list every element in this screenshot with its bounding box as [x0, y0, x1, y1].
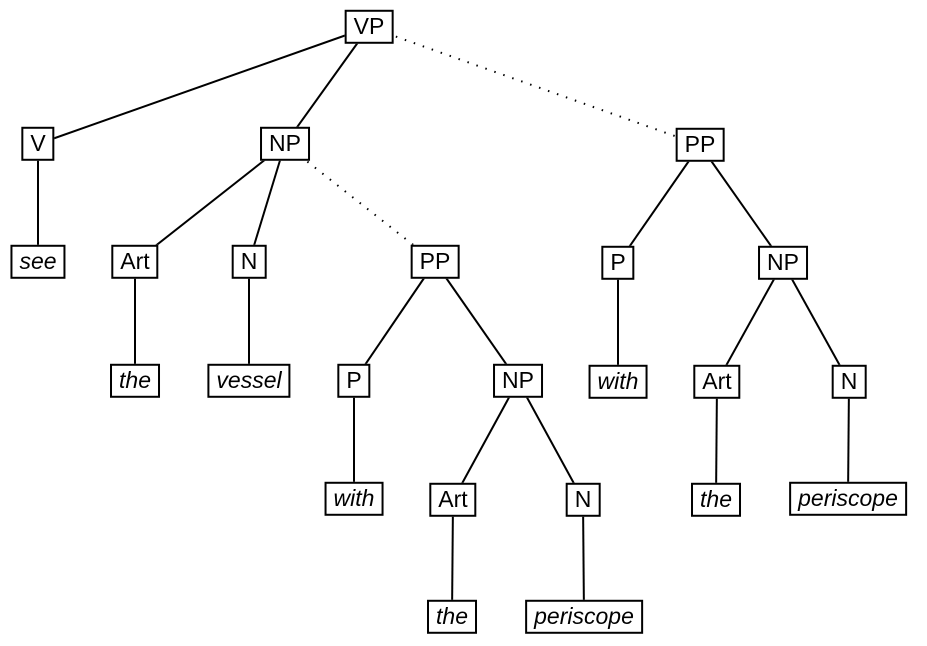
tree-node-np-left: NP — [260, 126, 310, 162]
tree-node-periscope-right: periscope — [789, 481, 907, 517]
tree-node-art-left: Art — [111, 244, 159, 280]
tree-node-the-mid: the — [427, 599, 477, 635]
tree-node-art-mid: Art — [429, 482, 477, 518]
edge-pp-mid-p-mid — [353, 261, 436, 382]
tree-node-p-mid: P — [337, 363, 371, 399]
edge-np-left-n-left — [248, 143, 286, 263]
tree-node-periscope-mid: periscope — [525, 599, 643, 635]
edge-art-mid-the-mid — [451, 499, 454, 618]
tree-node-np-right: NP — [758, 245, 808, 281]
tree-node-art-right: Art — [693, 364, 741, 400]
edge-n-mid-periscope-mid — [582, 499, 585, 618]
edge-pp-mid-np-mid — [434, 261, 519, 382]
tree-node-np-mid: NP — [493, 363, 543, 399]
edge-np-left-pp-mid-dotted — [284, 143, 436, 263]
tree-node-the-left: the — [110, 363, 160, 399]
edge-np-left-art-left — [134, 143, 286, 263]
edge-np-mid-art-mid — [452, 380, 519, 501]
tree-node-pp-mid: PP — [410, 244, 460, 280]
tree-node-vessel: vessel — [207, 363, 291, 399]
tree-node-vp: VP — [344, 9, 394, 45]
tree-node-the-right: the — [691, 482, 741, 518]
edge-np-right-art-right — [716, 262, 784, 383]
edge-np-mid-n-mid — [517, 380, 584, 501]
edge-art-right-the-right — [715, 381, 718, 501]
edge-vp-np-left — [284, 26, 370, 145]
tree-node-see: see — [10, 244, 66, 280]
edge-np-right-n-right — [782, 262, 850, 383]
tree-node-with-mid: with — [324, 481, 384, 517]
edge-vp-v — [37, 26, 370, 145]
edge-vp-pp-right-dotted — [368, 26, 701, 146]
edge-pp-right-p-right — [617, 144, 701, 264]
edge-n-right-periscope-right — [847, 381, 850, 500]
tree-node-p-right: P — [601, 245, 635, 281]
tree-node-pp-right: PP — [675, 127, 725, 163]
tree-node-n-left: N — [231, 244, 267, 280]
tree-node-with-right: with — [588, 364, 648, 400]
tree-node-n-mid: N — [565, 482, 601, 518]
tree-node-n-right: N — [831, 364, 867, 400]
tree-node-v: V — [21, 126, 55, 162]
edge-pp-right-np-right — [699, 144, 784, 264]
